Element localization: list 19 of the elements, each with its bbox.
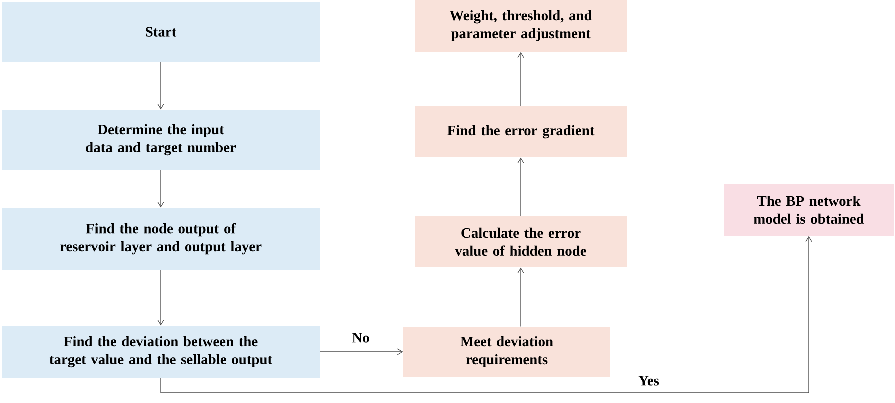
process-box: The BP network model is obtained xyxy=(724,184,894,236)
process-box: Start xyxy=(2,2,320,62)
process-box: Meet deviation requirements xyxy=(404,327,610,377)
arrow xyxy=(160,236,812,394)
arrow xyxy=(158,62,164,110)
process-box: Find the deviation between the target value and the sellable output xyxy=(2,326,320,378)
arrow xyxy=(518,268,524,328)
arrow xyxy=(158,270,164,326)
process-box: Weight, threshold, and parameter adjustment xyxy=(415,0,627,52)
arrow xyxy=(518,158,524,217)
process-box: Find the node output of reservoir layer and output layer xyxy=(2,208,320,270)
arrow xyxy=(158,170,164,208)
arrow xyxy=(320,348,404,356)
edge-label: Yes xyxy=(638,375,660,387)
process-box: Determine the input data and target number xyxy=(2,110,320,170)
arrow xyxy=(518,52,524,107)
process-box: Find the error gradient xyxy=(415,106,627,158)
edge-label: No xyxy=(351,332,371,344)
process-box: Calculate the error value of hidden node xyxy=(415,216,627,268)
